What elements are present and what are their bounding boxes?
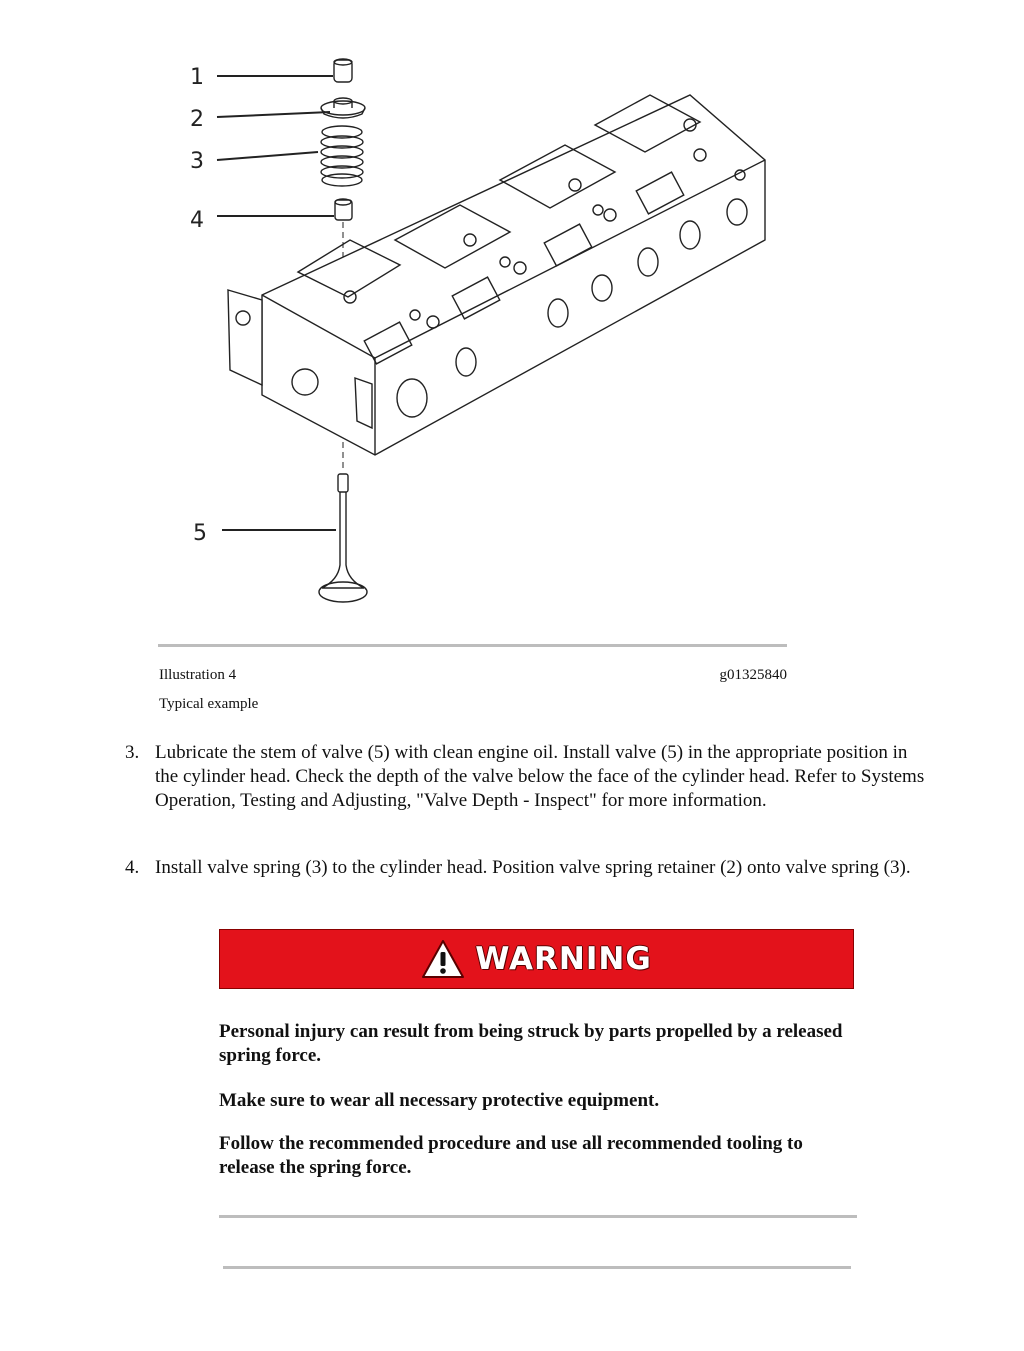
step-4: 4. Install valve spring (3) to the cylin…	[125, 856, 925, 880]
warning-paragraph-2: Make sure to wear all necessary protecti…	[219, 1090, 660, 1111]
callout-1: 1	[190, 65, 204, 90]
step-number: 3.	[125, 742, 140, 763]
step-text: Install valve spring (3) to the cylinder…	[155, 857, 911, 878]
leader-lines	[216, 75, 336, 531]
valve-seal-part	[334, 198, 353, 221]
step-number: 4.	[125, 857, 140, 878]
caption-top-rule	[158, 644, 787, 647]
cylinder-head-block	[227, 94, 766, 456]
step-3: 3. Lubricate the stem of valve (5) with …	[125, 741, 925, 813]
callout-3: 3	[190, 149, 204, 174]
spring-retainer-part	[320, 97, 366, 119]
section-end-rule	[223, 1266, 851, 1269]
illustration-label: Illustration 4	[159, 667, 237, 683]
step-text: Lubricate the stem of valve (5) with cle…	[155, 742, 925, 811]
warning-paragraph-3: Follow the recommended procedure and use…	[219, 1133, 803, 1178]
callout-5: 5	[193, 521, 207, 546]
warning-banner: WARNING	[219, 929, 854, 989]
valve-spring-part	[320, 125, 364, 187]
warning-bottom-rule	[219, 1215, 857, 1218]
warning-triangle-icon	[422, 940, 465, 978]
illustration-subtitle: Typical example	[159, 696, 259, 712]
illustration-id: g01325840	[719, 667, 788, 683]
callout-2: 2	[190, 107, 204, 132]
warning-paragraph-1: Personal injury can result from being st…	[219, 1021, 843, 1066]
valve-part	[318, 473, 368, 603]
callout-4: 4	[190, 208, 204, 233]
valve-keeper-part	[333, 58, 353, 83]
cylinder-head-illustration: 1 2 3 4 5	[150, 40, 790, 620]
warning-label: WARNING	[475, 941, 652, 977]
